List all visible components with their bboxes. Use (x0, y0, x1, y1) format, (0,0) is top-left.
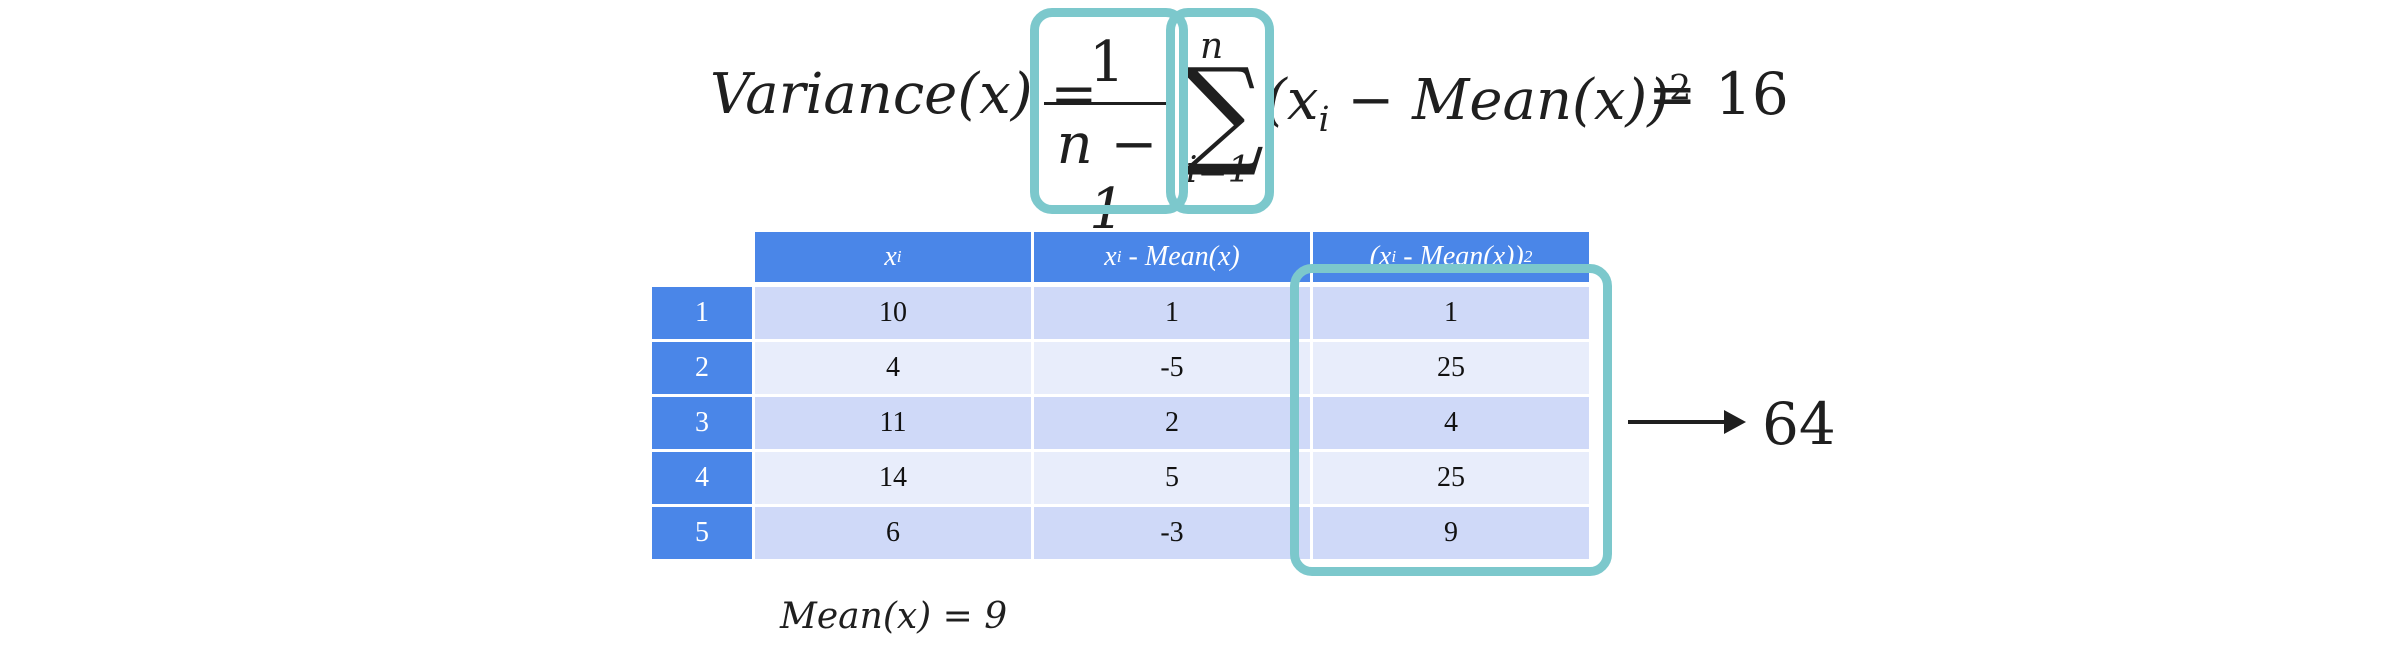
sum-upper-limit: n (1200, 26, 1224, 67)
right-arrow-icon (1628, 410, 1746, 434)
table-cell-xi: 10 (755, 287, 1031, 339)
table-cell-deviation: -5 (1034, 342, 1310, 394)
table-cell-xi: 11 (755, 397, 1031, 449)
header-subscript: i (1116, 247, 1122, 266)
header-subscript: i (896, 247, 902, 266)
variance-result: = 16 (1648, 60, 1789, 128)
mean-label: Mean(x) = 9 (780, 596, 1008, 637)
table-cell-deviation: 2 (1034, 397, 1310, 449)
table-cell-squared: 9 (1313, 507, 1589, 559)
fraction-numerator: 1 (1089, 30, 1125, 95)
fraction-bar (1044, 102, 1172, 105)
table-cell-squared: 4 (1313, 397, 1589, 449)
table-cell-squared: 1 (1313, 287, 1589, 339)
row-label: 1 (652, 287, 752, 339)
summation-icon: ∑ (1180, 42, 1265, 180)
table-cell-deviation: 5 (1034, 452, 1310, 504)
table-cell-deviation: -3 (1034, 507, 1310, 559)
squared-column-highlight-box (1290, 264, 1612, 576)
table-cell-deviation: 1 (1034, 287, 1310, 339)
row-label: 5 (652, 507, 752, 559)
sum-lower-limit: i=1 (1186, 150, 1251, 191)
table-cell-squared: 25 (1313, 342, 1589, 394)
row-label: 3 (652, 397, 752, 449)
header-rest: - Mean(x) (1121, 241, 1240, 272)
header-base: x (884, 241, 897, 272)
sum-result: 64 (1762, 390, 1836, 458)
fraction-highlight-box (1030, 8, 1188, 214)
row-label: 4 (652, 452, 752, 504)
header-subscript: i (1391, 247, 1397, 266)
table-cell-xi: 6 (755, 507, 1031, 559)
term-rest: − Mean(x)) (1329, 68, 1670, 133)
table-cell-squared: 25 (1313, 452, 1589, 504)
header-superscript: 2 (1523, 247, 1533, 266)
table-cell-xi: 14 (755, 452, 1031, 504)
row-label: 2 (652, 342, 752, 394)
sum-highlight-box (1166, 8, 1274, 214)
summation-term: (xi − Mean(x))2 (1265, 68, 1691, 140)
table-cell-xi: 4 (755, 342, 1031, 394)
term-subscript: i (1318, 100, 1330, 141)
term-power: 2 (1669, 68, 1692, 109)
header-base: x (1104, 241, 1117, 272)
